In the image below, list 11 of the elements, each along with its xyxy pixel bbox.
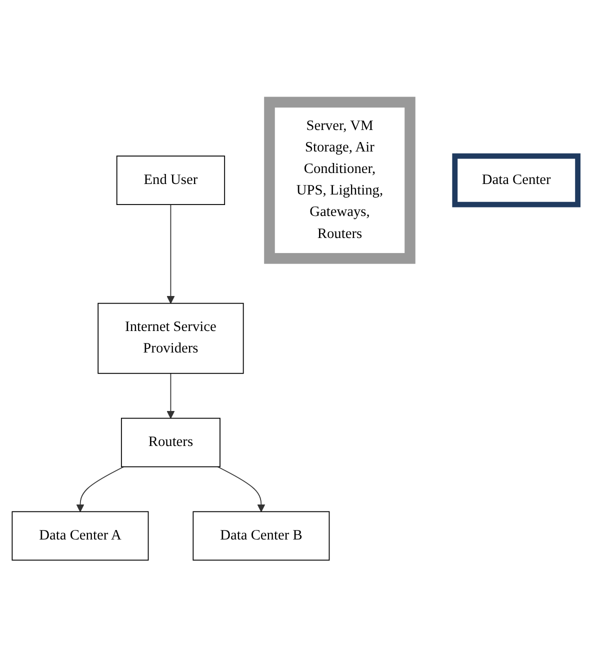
node-box: Data Center B: [192, 512, 330, 561]
node-box: Data Center A: [12, 512, 149, 561]
arrow: [217, 466, 266, 512]
arrow: [166, 373, 175, 419]
arrow: [166, 204, 175, 304]
node-box: Server, VM Storage, Air Conditioner, UPS, Lighting, Gateways, Routers: [264, 97, 416, 264]
arrow: [76, 466, 124, 512]
node-box: End User: [116, 156, 226, 206]
node-box: Routers: [120, 418, 220, 468]
node-box: Internet Service Providers: [98, 303, 244, 374]
node-box: Data Center: [452, 154, 580, 208]
